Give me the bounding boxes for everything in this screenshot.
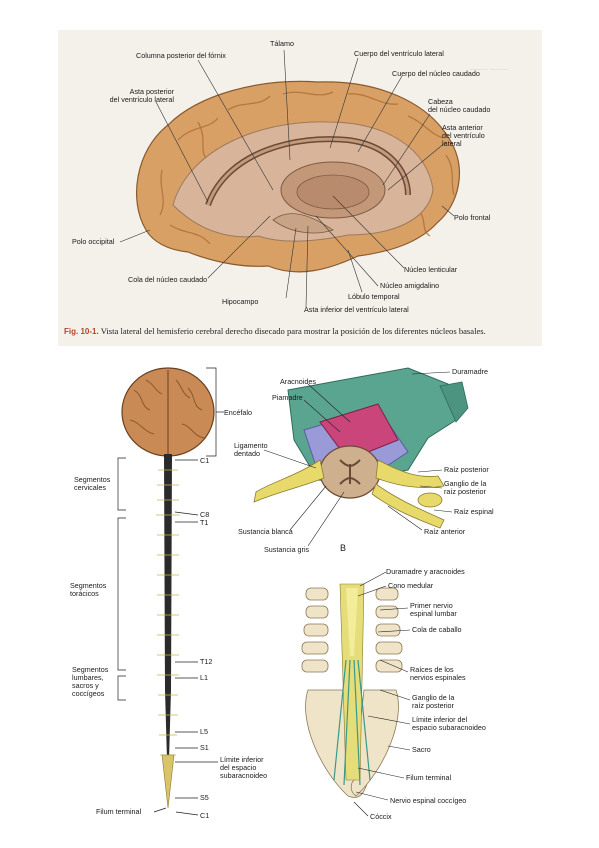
- label-cuerpo-ventriculo: Cuerpo del ventrículo lateral: [354, 49, 444, 58]
- label-duramadre: Duramadre: [452, 367, 488, 376]
- label-l1: L1: [200, 673, 208, 682]
- label-asta-inferior: Asta inferior del ventrículo lateral: [304, 305, 409, 314]
- label-sustancia-blanca: Sustancia blanca: [238, 527, 293, 536]
- label-cola-caballo: Cola de caballo: [412, 625, 462, 634]
- label-encefalo: Encéfalo: [224, 408, 252, 417]
- label-s1: S1: [200, 743, 209, 752]
- label-sustancia-gris: Sustancia gris: [264, 545, 310, 554]
- label-coccix: Cóccix: [370, 812, 392, 821]
- label-t1: T1: [200, 518, 209, 527]
- label-s5: S5: [200, 793, 209, 802]
- label-cono-medular: Cono medular: [388, 581, 434, 590]
- label-columna-fornix: Columna posterior del fórnix: [136, 51, 226, 60]
- label-primer-nervio: Primer nervio espinal lumbar: [410, 601, 457, 618]
- label-cuerpo-caudado: Cuerpo del núcleo caudado: [392, 69, 480, 78]
- brain-figure-panel: —— —— Tálamo Columna posterior del fórni…: [58, 30, 542, 346]
- label-c1-bottom: C1: [200, 811, 210, 820]
- label-b: B: [340, 543, 347, 553]
- label-lobulo-temporal: Lóbulo temporal: [348, 292, 400, 301]
- label-filum-left: Filum terminal: [96, 807, 142, 816]
- label-cabeza-caudado: Cabeza del núcleo caudado: [428, 97, 491, 114]
- label-raices: Raíces de los nervios espinales: [410, 665, 466, 682]
- figure-caption: Fig. 10-1. Vista lateral del hemisferio …: [64, 326, 542, 336]
- label-ligamento-dentado: Ligamento dentado: [234, 441, 268, 458]
- label-c8: C8: [200, 510, 210, 519]
- caption-figure-number: Fig. 10-1.: [64, 327, 99, 336]
- label-asta-posterior: Asta posterior del ventrículo lateral: [109, 87, 174, 104]
- label-duramadre-aracnoides: Duramadre y aracnoides: [386, 567, 465, 576]
- label-raiz-espinal: Raíz espinal: [454, 507, 494, 516]
- spinal-cord-figure-panel: Encéfalo C1 Segmentos cervicales C8 T1 S…: [58, 360, 542, 825]
- label-polo-frontal: Polo frontal: [454, 213, 491, 222]
- label-ganglio-bottom: Ganglio de la raíz posterior: [412, 693, 455, 710]
- label-raiz-anterior: Raíz anterior: [424, 527, 466, 536]
- label-filum-right: Filum terminal: [406, 773, 452, 782]
- label-nucleo-amigdalino: Núcleo amigdalino: [380, 281, 440, 290]
- brain-illustration: [119, 49, 460, 308]
- label-aracnoides: Aracnoides: [280, 377, 316, 386]
- label-limite-inferior-left: Límite inferior del espacio subaracnoide…: [220, 755, 268, 780]
- label-segmentos-toracicos: Segmentos torácicos: [70, 581, 107, 598]
- label-polo-occipital: Polo occipital: [72, 237, 115, 246]
- bleed-through-text: —— ——: [470, 64, 509, 74]
- label-segmentos-lumbares: Segmentos lumbares, sacros y coccígeos: [72, 665, 109, 698]
- label-nervio-coccigeo: Nervio espinal coccígeo: [390, 796, 467, 805]
- label-talamo: Tálamo: [270, 39, 294, 48]
- label-l5: L5: [200, 727, 208, 736]
- label-cola-caudado: Cola del núcleo caudado: [128, 275, 208, 284]
- label-nucleo-lenticular: Núcleo lenticular: [404, 265, 458, 274]
- caption-text: Vista lateral del hemisferio cerebral de…: [100, 326, 486, 336]
- label-sacro: Sacro: [412, 745, 431, 754]
- label-piamadre: Piamadre: [272, 393, 303, 402]
- label-limite-inferior-right: Límite inferior del espacio subaracnoide…: [412, 715, 486, 732]
- label-c1-top: C1: [200, 456, 210, 465]
- label-raiz-posterior: Raíz posterior: [444, 465, 489, 474]
- label-segmentos-cervicales: Segmentos cervicales: [74, 475, 111, 492]
- spinal-cord-illustration: [117, 367, 469, 817]
- label-ganglio-top: Ganglio de la raíz posterior: [444, 479, 487, 496]
- label-t12: T12: [200, 657, 213, 666]
- label-hipocampo: Hipocampo: [222, 297, 259, 306]
- label-asta-anterior: Asta anterior del ventrículo lateral: [442, 123, 485, 148]
